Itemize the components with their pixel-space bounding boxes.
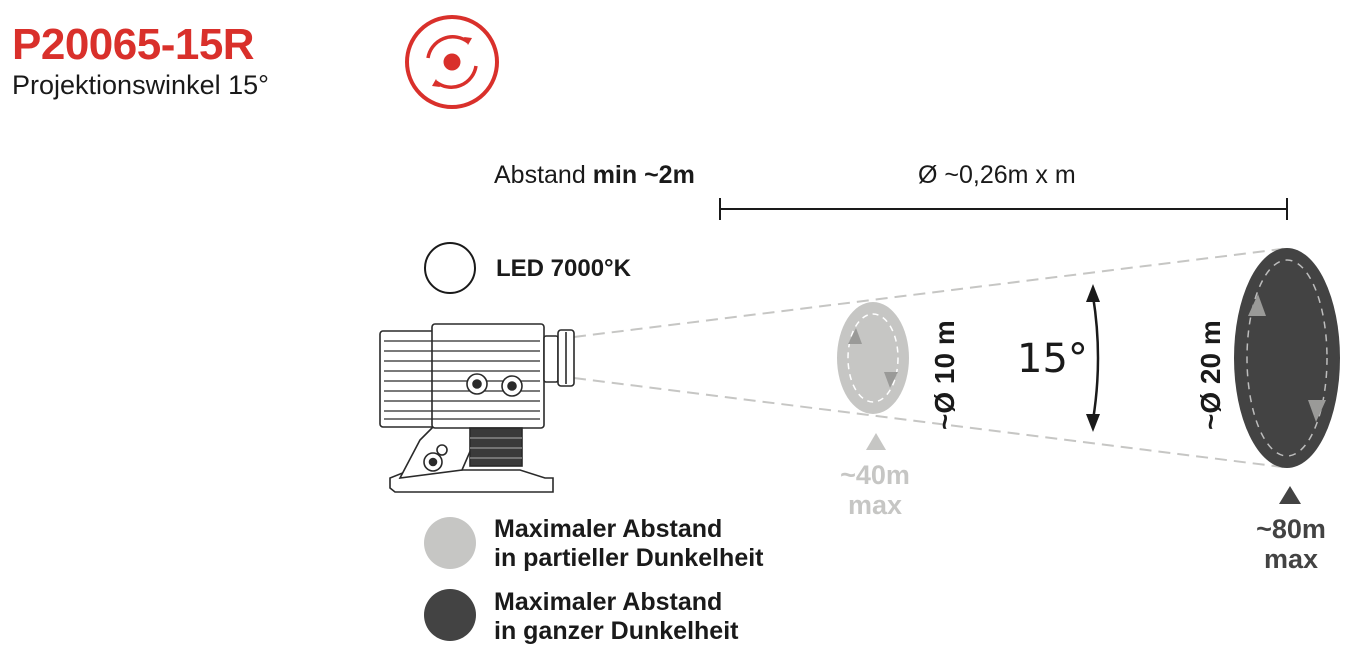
legend-full-swatch (424, 589, 476, 641)
rotation-icon (405, 15, 499, 109)
led-label: LED 7000°K (496, 255, 631, 282)
legend-partial-swatch (424, 517, 476, 569)
full-max-marker-icon (1279, 486, 1301, 504)
small-diameter-label: ~Ø 10 m (929, 320, 960, 430)
beam-angle-label: 15° (1017, 336, 1088, 382)
partial-darkness-projection (837, 302, 909, 414)
distance-min: min ~2m (592, 161, 695, 189)
partial-max-suffix: max (847, 490, 903, 520)
legend-partial-line2: in partieller Dunkelheit (494, 544, 764, 572)
projector-icon (379, 323, 575, 493)
large-diameter-label: ~Ø 20 m (1195, 320, 1226, 430)
partial-max-marker-icon (866, 433, 886, 450)
legend-partial-label: Maximaler Abstand in partieller Dunkelhe… (494, 515, 764, 573)
projection-angle-subtitle: Projektionswinkel 15° (12, 70, 269, 100)
diameter-formula: Ø ~0,26m x m (918, 161, 1076, 189)
full-max-distance: ~80m max (1226, 514, 1354, 574)
legend-full-line1: Maximaler Abstand (494, 588, 723, 616)
legend-partial-line1: Maximaler Abstand (494, 515, 723, 543)
distance-label: Abstand min ~2m (494, 161, 695, 189)
full-darkness-projection (1234, 248, 1340, 468)
dimension-line (719, 198, 1288, 220)
legend-full-line2: in ganzer Dunkelheit (494, 617, 739, 645)
product-code: P20065-15R (12, 20, 255, 69)
beam-cone (573, 247, 1291, 469)
partial-max-value: ~40m (840, 460, 910, 490)
partial-max-distance: ~40m max (810, 460, 940, 520)
full-max-suffix: max (1263, 544, 1319, 574)
led-circle-icon (424, 242, 476, 294)
full-max-value: ~80m (1256, 514, 1326, 544)
angle-arrow (1086, 284, 1100, 432)
legend-full-label: Maximaler Abstand in ganzer Dunkelheit (494, 588, 738, 646)
